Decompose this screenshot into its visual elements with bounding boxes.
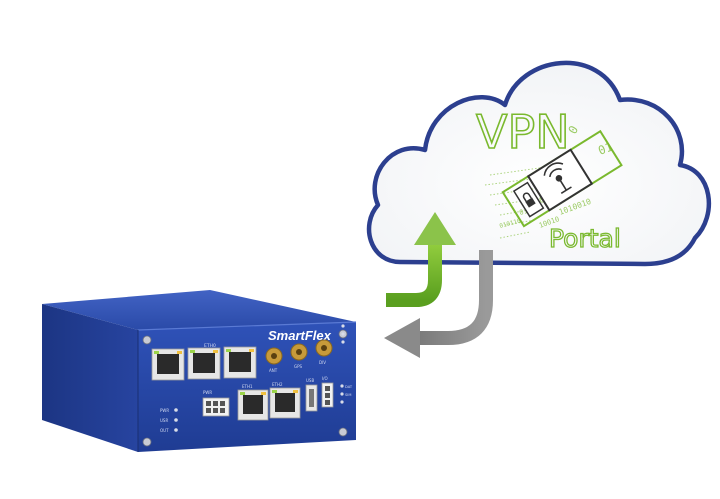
usb-port[interactable]: USB bbox=[305, 378, 318, 412]
portal-subtitle: Portal bbox=[549, 224, 621, 253]
antenna-connector[interactable] bbox=[315, 339, 333, 357]
arrow-up-icon bbox=[386, 212, 456, 307]
ethernet-port-group-bottom: ETH1 ETH2 bbox=[237, 382, 301, 421]
led-label: PWR bbox=[160, 408, 169, 413]
port-label: ETH0 bbox=[204, 343, 216, 349]
port-label: ETH1 bbox=[242, 384, 253, 389]
signal-icon bbox=[543, 162, 572, 195]
led-indicators-left: PWR USR OUT bbox=[160, 408, 178, 433]
port-label: I/O bbox=[322, 376, 328, 381]
antenna-connector[interactable] bbox=[290, 343, 308, 361]
port-label: USB bbox=[306, 378, 314, 383]
port-label: PWR bbox=[203, 390, 212, 395]
arrow-left-icon bbox=[384, 250, 493, 358]
led-label: USR bbox=[160, 418, 168, 423]
device-side bbox=[42, 304, 138, 452]
vpn-title: VPN bbox=[476, 105, 570, 159]
io-connector[interactable]: I/O bbox=[321, 376, 334, 408]
port-label: DIV bbox=[319, 360, 326, 365]
port-label: ANT bbox=[269, 368, 278, 373]
port-label: ETH2 bbox=[272, 382, 283, 387]
ethernet-port[interactable] bbox=[223, 346, 257, 379]
ethernet-port[interactable] bbox=[269, 387, 301, 419]
ethernet-port[interactable] bbox=[151, 348, 185, 381]
ethernet-port-group-top: ETH0 bbox=[151, 343, 257, 381]
led-indicators-top-right bbox=[341, 324, 345, 344]
led-label: DAT bbox=[345, 385, 353, 389]
antenna-connector-group: ANT GPS DIV bbox=[265, 339, 333, 373]
lock-icon bbox=[522, 192, 536, 208]
port-label: GPS bbox=[294, 364, 303, 369]
cloud-shape bbox=[366, 60, 711, 267]
ethernet-port[interactable] bbox=[187, 347, 221, 380]
power-connector[interactable]: PWR bbox=[202, 390, 230, 417]
led-label: OUT bbox=[160, 428, 169, 433]
device-top bbox=[42, 290, 356, 330]
antenna-connector[interactable] bbox=[265, 347, 283, 365]
led-label: SIM bbox=[345, 393, 351, 397]
ethernet-port[interactable] bbox=[237, 389, 269, 421]
router-outline bbox=[501, 129, 623, 228]
brand-label: SmartFlex bbox=[268, 328, 332, 343]
router-device: SmartFlex ETH0 bbox=[42, 290, 357, 452]
led-indicators-right: DAT SIM bbox=[340, 384, 353, 404]
binary-line: 01 bbox=[596, 140, 614, 158]
